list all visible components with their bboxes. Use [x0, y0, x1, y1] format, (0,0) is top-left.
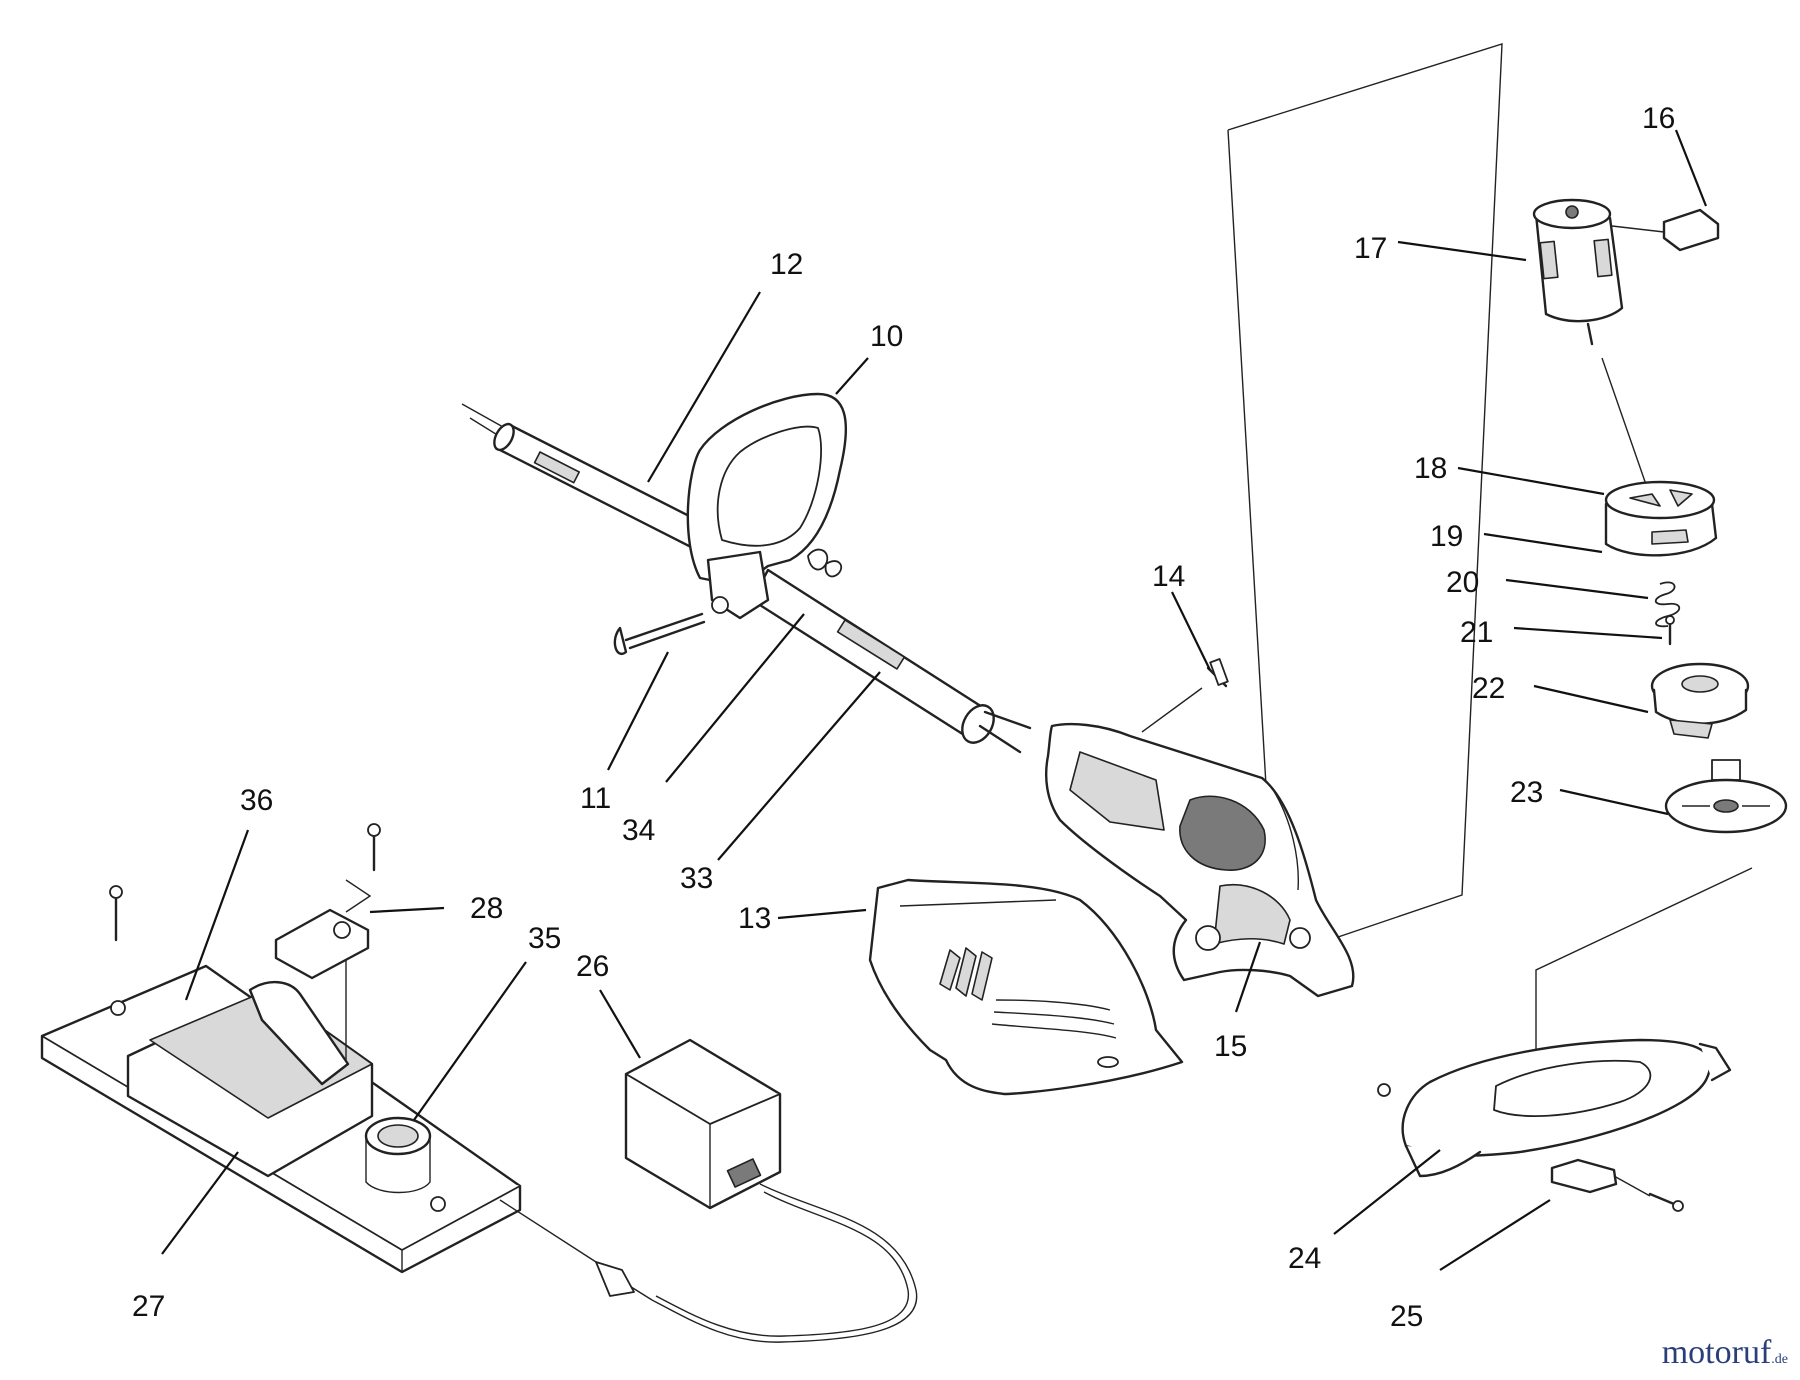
assembly-frame — [1227, 43, 1753, 1065]
watermark-logo: motoruf.de — [1662, 1334, 1788, 1372]
carriage-bolt — [613, 612, 706, 655]
motor-housing — [1045, 722, 1355, 998]
callout-15: 15 — [1214, 1030, 1247, 1063]
callout-21: 21 — [1460, 616, 1493, 649]
screw-14 — [1141, 658, 1229, 733]
callout-26: 26 — [576, 950, 609, 983]
charger-screws — [109, 823, 381, 1060]
callout-labels: 10 11 12 13 14 15 16 17 18 19 20 21 22 2… — [132, 102, 1675, 1333]
callout-12: 12 — [770, 248, 803, 281]
power-supply — [499, 1038, 918, 1343]
charger-base — [40, 964, 522, 1274]
callout-34: 34 — [622, 814, 655, 847]
retainer-screw — [1665, 615, 1675, 646]
motor — [1532, 198, 1720, 346]
line-guide — [1664, 759, 1788, 834]
spring — [1654, 581, 1681, 628]
callout-23: 23 — [1510, 776, 1543, 809]
shaft-assembly — [461, 392, 1032, 754]
callout-28: 28 — [470, 892, 503, 925]
watermark-tld: .de — [1771, 1352, 1788, 1367]
callout-36: 36 — [240, 784, 273, 817]
callout-27: 27 — [132, 1290, 165, 1323]
callout-11: 11 — [580, 782, 611, 815]
callout-20: 20 — [1446, 566, 1479, 599]
spool — [1650, 662, 1750, 739]
spool-housing — [1604, 480, 1718, 557]
callout-16: 16 — [1642, 102, 1675, 135]
callout-10: 10 — [870, 320, 903, 353]
line-cutter — [1550, 1158, 1684, 1212]
callout-35: 35 — [528, 922, 561, 955]
callout-22: 22 — [1472, 672, 1505, 705]
callout-33: 33 — [680, 862, 713, 895]
watermark-brand: motoruf — [1661, 1334, 1772, 1371]
latch — [274, 879, 372, 980]
callout-13: 13 — [738, 902, 771, 935]
callout-18: 18 — [1414, 452, 1447, 485]
callout-14: 14 — [1152, 560, 1185, 593]
callout-25: 25 — [1390, 1300, 1423, 1333]
callout-19: 19 — [1430, 520, 1463, 553]
guard — [1377, 1038, 1732, 1178]
callout-24: 24 — [1288, 1242, 1321, 1275]
cover — [868, 878, 1184, 1096]
callout-17: 17 — [1354, 232, 1387, 265]
leader-lines — [161, 129, 1708, 1271]
